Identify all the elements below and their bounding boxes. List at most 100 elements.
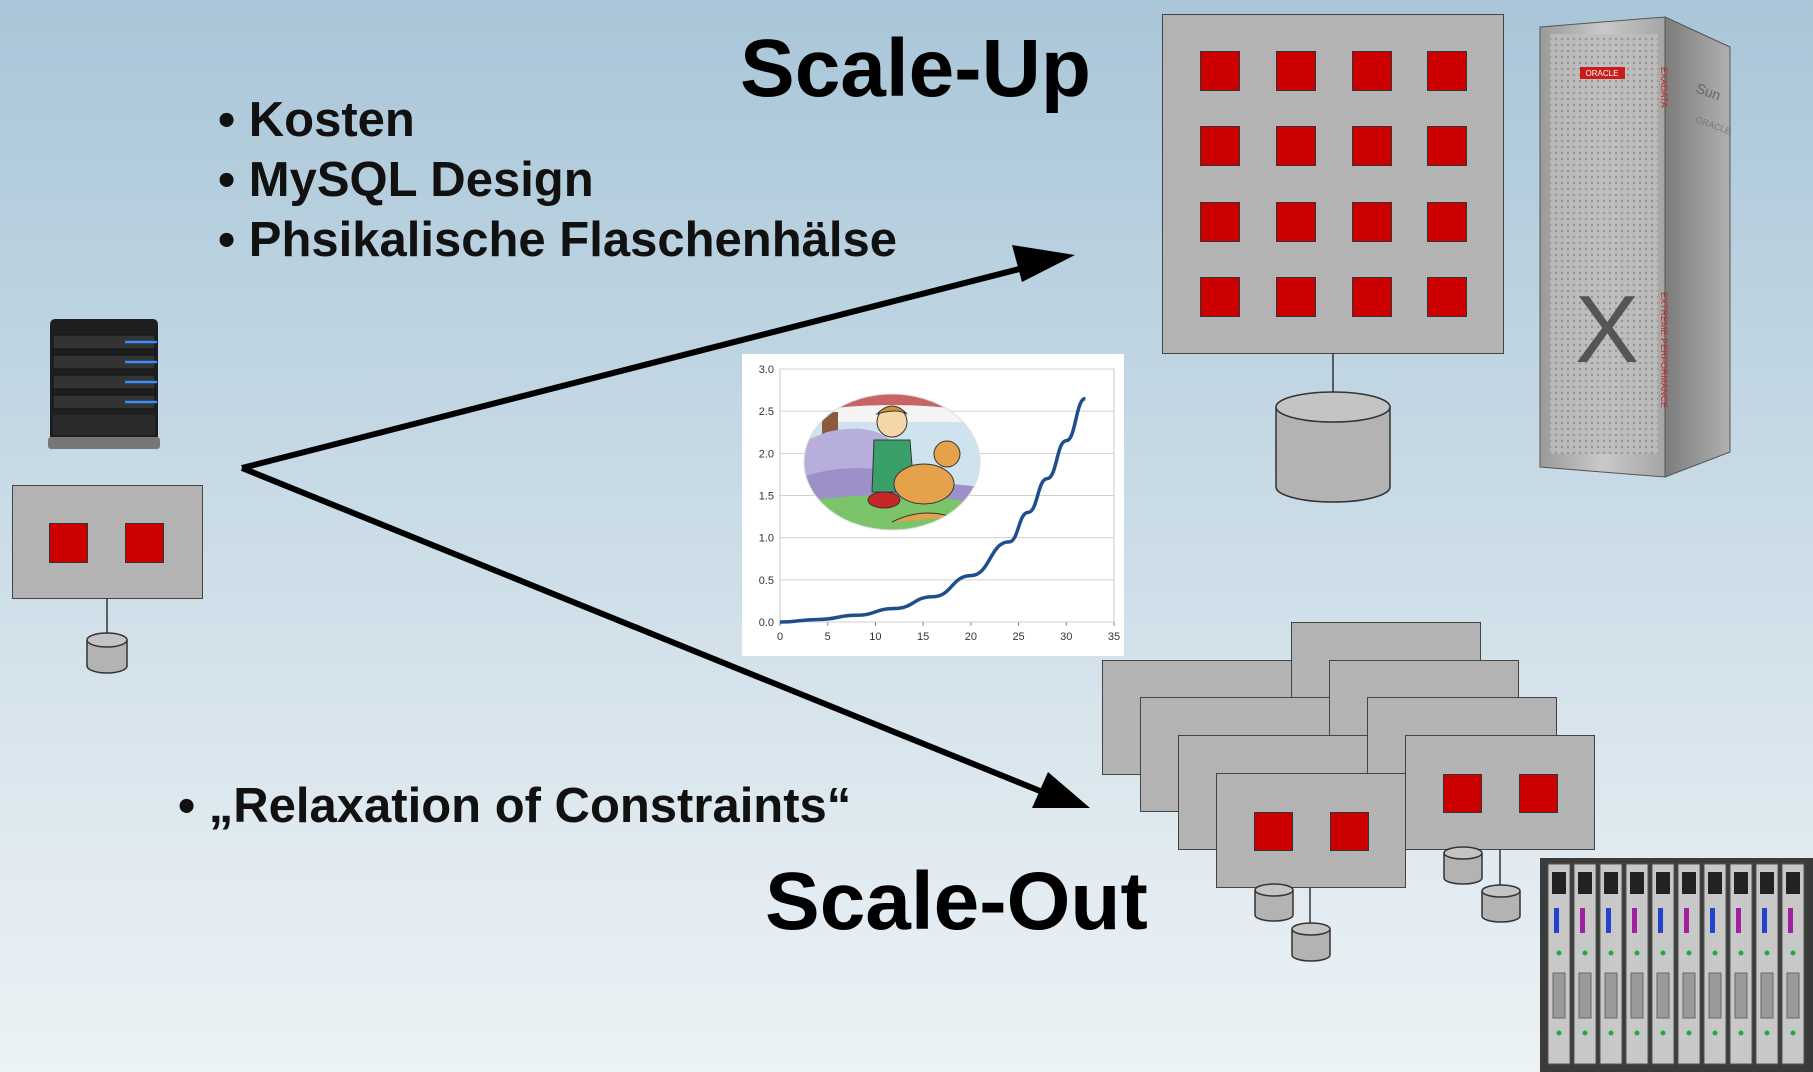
bullet-item: Kosten [218,90,897,150]
blade-part [1686,1030,1692,1036]
blade-part [1630,872,1644,894]
scale-up-arrow-line [241,262,1036,471]
bullet-item: MySQL Design [218,150,897,210]
blade-part [1608,1030,1614,1036]
red-block [1427,126,1467,166]
scale-out-arrow-line [240,465,1052,798]
red-block [1200,277,1240,317]
blade-part [1660,950,1666,956]
blade-part [1708,972,1722,1019]
red-block [1200,202,1240,242]
blade-part [1738,1030,1744,1036]
x-tick-label: 35 [1108,631,1120,643]
x-tick-label: 20 [965,631,977,643]
blade-part [1786,972,1800,1019]
y-tick-label: 0.5 [759,575,774,587]
single-node-disk-icon [86,598,128,674]
red-block [1519,774,1558,813]
blade-part [1682,872,1696,894]
blade-part [1686,950,1692,956]
blade-part [1760,872,1774,894]
scale-out-title: Scale-Out [765,856,1148,947]
blade-part [1604,872,1618,894]
blade-part [1738,950,1744,956]
bullet-item: „Relaxation of Constraints“ [178,776,852,836]
blade-part [1708,872,1722,894]
y-tick-label: 2.0 [759,448,774,460]
blade-part [1632,908,1637,933]
blade-part [1734,972,1748,1019]
bottom-bullet: „Relaxation of Constraints“ [178,776,852,836]
blade-part [1684,908,1689,933]
blade-part [1656,972,1670,1019]
x-tick-label: 5 [825,631,831,643]
blade-part [1582,1030,1588,1036]
bullet-item: Phsikalische Flaschenhälse [218,210,897,270]
blade-part [1790,1030,1796,1036]
blade-part [1582,950,1588,956]
scale-out-arrowhead [1032,772,1090,808]
y-tick-label: 1.5 [759,491,774,503]
blade-part [1790,950,1796,956]
cluster-node-box [1405,735,1595,850]
y-tick-label: 0.0 [759,617,774,629]
praying-boy-dog-illustration [803,393,981,531]
red-block [1352,51,1392,91]
red-block [1276,126,1316,166]
blade-part [1736,908,1741,933]
blade-part [1606,908,1611,933]
blade-part [1552,972,1566,1019]
single-node-box [12,485,203,599]
scale-up-disk-icon [1275,353,1391,503]
scale-up-arrowhead [1012,245,1075,282]
blade-part [1578,872,1592,894]
x-tick-label: 30 [1060,631,1072,643]
y-tick-label: 1.0 [759,533,774,545]
red-block [1200,126,1240,166]
red-block [49,523,88,563]
disk-icon [1481,884,1521,923]
rack-side-label-bottom: EXTREME PERFORMANCE [1659,292,1669,408]
blade-part [1578,972,1592,1019]
red-block [1352,126,1392,166]
y-tick-label: 2.5 [759,406,774,418]
x-tick-label: 15 [917,631,929,643]
red-block [1330,812,1369,851]
cluster-disks [1254,846,1521,962]
red-block [1276,51,1316,91]
red-block [1443,774,1482,813]
blade-part [1556,950,1562,956]
blade-part [1760,972,1774,1019]
scale-up-node-box [1162,14,1504,354]
red-block [1254,812,1293,851]
red-block [1200,51,1240,91]
rack-big-letter: X [1575,276,1639,383]
blade-part [1608,950,1614,956]
x-tick-label: 25 [1012,631,1024,643]
red-block [1276,202,1316,242]
blade-part [1788,908,1793,933]
red-block [1427,277,1467,317]
red-block [1352,202,1392,242]
x-tick-label: 10 [869,631,881,643]
blade-part [1762,908,1767,933]
exadata-rack-image: ORACLE X EXADATA EXTREME PERFORMANCE Sun… [1539,16,1733,478]
red-block [1427,51,1467,91]
blade-part [1634,1030,1640,1036]
y-tick-label: 3.0 [759,364,774,376]
red-block [1276,277,1316,317]
blade-part [1710,908,1715,933]
cluster-node-box [1216,773,1406,888]
red-block [1427,202,1467,242]
tower-server-icon [48,319,160,449]
blade-part [1656,872,1670,894]
top-bullet-list: Kosten MySQL Design Phsikalische Flasche… [218,90,897,270]
blade-part [1682,972,1696,1019]
blade-part [1764,950,1770,956]
blade-part [1554,908,1559,933]
blade-part [1712,1030,1718,1036]
growth-curve-series [779,396,1087,624]
blade-part [1764,1030,1770,1036]
